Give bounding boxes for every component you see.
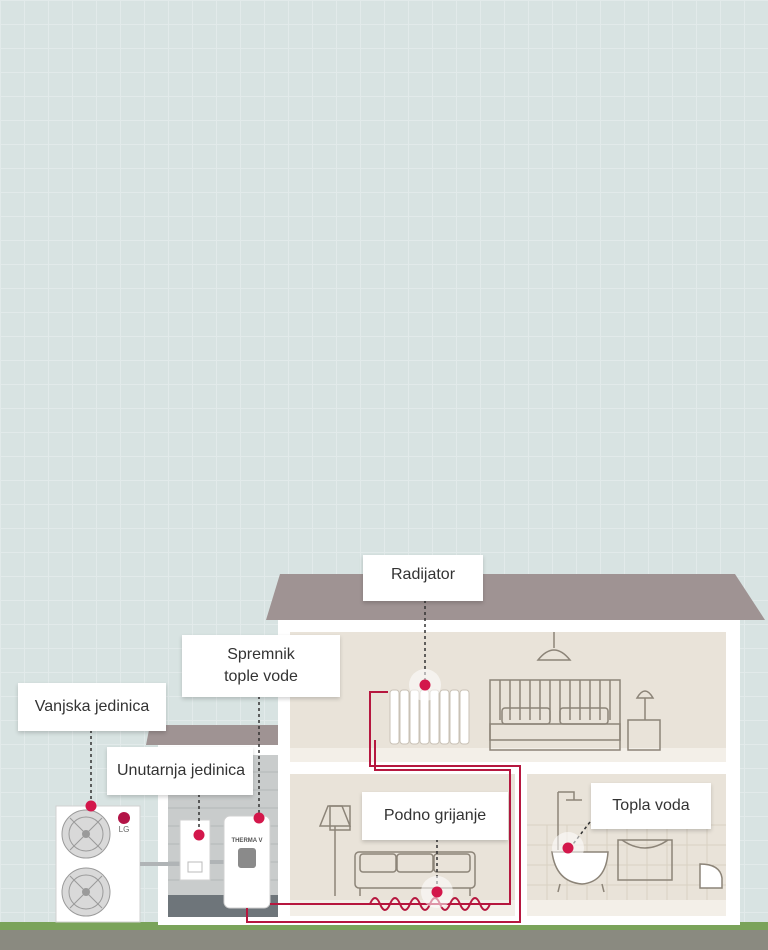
ceiling-lamp (536, 632, 572, 661)
bathroom-floor (527, 900, 726, 916)
pink-dot-icon[interactable] (193, 829, 205, 841)
toilet (699, 863, 723, 889)
label-floor-heating[interactable]: Podno grijanje (362, 792, 508, 840)
lg-logo-icon (118, 812, 130, 824)
nightstand (627, 690, 661, 751)
label-hot-water-tank[interactable]: Spremnik tople vode (182, 635, 340, 697)
label-indoor-unit[interactable]: Unutarnja jedinica (107, 747, 253, 795)
refrigerant-pipe (140, 862, 180, 866)
fan-icon (61, 809, 111, 859)
annex-roof (146, 725, 288, 745)
tank-display (238, 848, 256, 868)
bedroom-floor (290, 748, 726, 762)
label-hot-water[interactable]: Topla voda (591, 783, 711, 829)
radiator-unit (389, 689, 470, 745)
ground-soil (0, 930, 768, 950)
bed-furniture (489, 679, 621, 751)
pink-dot-icon[interactable] (552, 832, 584, 864)
pink-dot-icon[interactable] (253, 812, 265, 824)
washbasin (617, 839, 673, 881)
pink-dot-icon[interactable] (85, 800, 97, 812)
outdoor-brand: LG (119, 825, 130, 834)
label-radiator[interactable]: Radijator (363, 555, 483, 601)
pink-dot-icon[interactable] (421, 876, 453, 908)
sofa (354, 851, 476, 896)
label-outdoor-unit[interactable]: Vanjska jedinica (18, 683, 166, 731)
indoor-pipe (210, 860, 226, 864)
floor-lamp (318, 805, 352, 896)
pink-dot-icon[interactable] (409, 669, 441, 701)
tank-brand: THERMA V (231, 838, 262, 844)
indoor-unit-display (187, 861, 203, 873)
main-roof (266, 574, 765, 620)
grass-strip (0, 922, 768, 930)
indoor-unit (179, 819, 211, 881)
fan-icon (61, 867, 111, 917)
